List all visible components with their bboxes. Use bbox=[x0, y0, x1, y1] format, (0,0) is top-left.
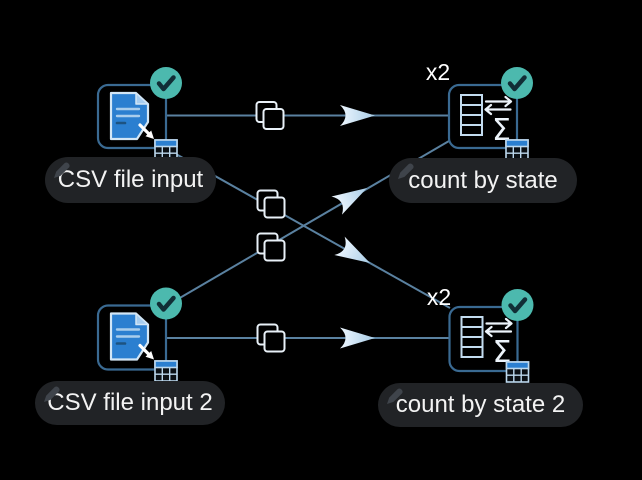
connection-csv2-to-count2[interactable] bbox=[166, 323, 450, 353]
node-label-text: CSV file input bbox=[57, 166, 204, 193]
multiplier-badge-count-by-state: x2 bbox=[425, 59, 451, 85]
node-count-by-state[interactable] bbox=[447, 67, 533, 161]
node-csv-file-input[interactable] bbox=[96, 67, 182, 161]
arrowhead-icon bbox=[331, 188, 367, 215]
table-grid-icon bbox=[154, 360, 178, 382]
node-label-text: count by state bbox=[408, 166, 558, 194]
node-label-csv-file-input[interactable]: CSV file input bbox=[45, 157, 216, 203]
node-label-count-by-state[interactable]: count by state bbox=[389, 158, 577, 203]
node-count-by-state-2[interactable] bbox=[448, 289, 534, 383]
node-label-csv-file-input-2[interactable]: CSV file input 2 bbox=[35, 381, 225, 425]
table-grid-icon bbox=[505, 139, 529, 161]
node-label-text: count by state 2 bbox=[395, 391, 566, 418]
copy-icon bbox=[256, 189, 286, 219]
multiplier-badge-count-by-state-2: x2 bbox=[426, 284, 452, 310]
check-circle-icon bbox=[150, 288, 182, 320]
arrowhead-icon bbox=[340, 327, 375, 349]
arrowhead-icon bbox=[340, 105, 375, 126]
check-circle-icon bbox=[150, 67, 182, 99]
table-grid-icon bbox=[505, 361, 530, 383]
copy-icon bbox=[256, 323, 286, 353]
node-csv-file-input-2[interactable] bbox=[96, 288, 182, 382]
check-circle-icon bbox=[502, 289, 534, 321]
node-label-text: CSV file input 2 bbox=[47, 389, 213, 416]
copy-icon bbox=[255, 101, 285, 130]
check-circle-icon bbox=[501, 67, 533, 99]
arrowhead-icon bbox=[334, 236, 370, 263]
connection-csv1-to-count1[interactable] bbox=[166, 101, 449, 130]
copy-icon bbox=[256, 232, 286, 262]
node-label-count-by-state-2[interactable]: count by state 2 bbox=[378, 383, 583, 427]
